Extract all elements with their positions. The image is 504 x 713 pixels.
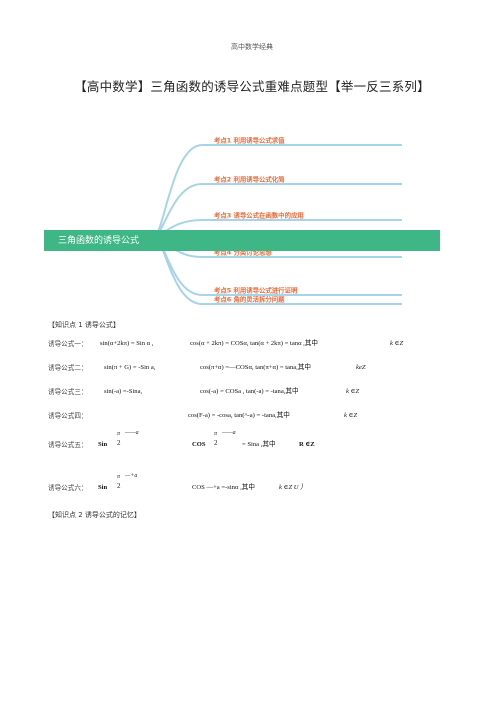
formula-6-result: COS —+a =-sinα ,其中 [192,484,255,491]
formula-5-label: 诱导公式五： [48,441,88,449]
formula-2-label: 诱导公式二： [48,364,88,372]
formula-5-pi: π [117,431,121,437]
mindmap-root-bar [44,230,440,251]
formula-6-sin: Sin [98,484,108,491]
formula-5-minus-a: ——a [125,430,139,436]
formula-2-sin: sin(π + G) = -Sin a, [104,364,156,371]
formula-6-two: 2 [117,482,121,490]
formula-5-pi-2: π [214,431,218,437]
section-1-title: 【知识点 1 诱导公式】 [48,321,120,329]
formula-1: 诱导公式一： [48,341,88,349]
formula-1-label: 诱导公式一： [48,340,88,348]
mindmap-branch-line [153,144,402,237]
formula-5-cos: COS [192,441,206,448]
formula-4-cos-tan: cos(F-a) = -cosa, tan(^-a) = -tana,其中 [188,412,290,419]
formula-3-domain: k ∈Z [346,388,360,395]
formula-6-domain: k ∈Z U ） [279,484,307,491]
formula-1-cos-tan: cos(α + 2kπ) = COSα, tan(α + 2kπ) = tanα… [190,340,319,347]
formula-4-domain: k ∈Z [344,412,358,419]
formula-1-sin: sin(α+2kπ) = Sin α , [100,340,154,347]
formula-6-plus-a: —+a [125,473,138,479]
mindmap-branch-label: 考点4 分类讨论思想 [214,248,272,257]
page-title: 【高中数学】三角函数的诱导公式重难点题型【举一反三系列】 [74,79,430,94]
formula-1-domain: k ∈Z [390,340,404,347]
formula-5-two: 2 [117,439,121,447]
mindmap-branch-line [153,183,402,237]
mindmap-branches [153,144,402,305]
formula-3-sin: sin(-a) =-Sina, [104,388,143,395]
formula-5-minus-a-2: ——a [222,430,236,436]
mindmap-branch-label: 考点3 诱导公式在函数中的应用 [214,211,304,220]
formula-5-sin: Sin [98,441,108,448]
formula-4-label: 诱导公式四： [48,412,88,420]
formula-2-domain: keZ [356,364,366,371]
mindmap-branch-label: 考点2 利用诱导公式化简 [214,175,285,184]
formula-6-label: 诱导公式六： [48,484,88,492]
mindmap-root-label: 三角函数的诱导公式 [58,236,140,246]
mindmap-branch-label: 考点1 利用诱导公式求值 [214,136,285,145]
formula-2-cos-tan: cos(π+α) =—COSα, tan(π+α) = tana,其中 [200,364,312,371]
formula-5-result: = Sina ,其中 [242,441,276,448]
formula-3-label: 诱导公式三： [48,388,88,396]
mindmap-branch-label: 考点6 角的灵活拆分问题 [214,295,285,304]
page-header: 高中数学经典 [231,43,273,51]
mindmap-branch-label: 考点5 利用诱导公式进行证明 [214,286,298,295]
formula-3-cos-tan: cos(-a) = COSa , tan(-a) = -tana,其中 [200,388,299,395]
formula-6-pi: π [117,474,121,480]
formula-5-domain: R ∈Z [299,441,315,448]
section-2-title: 【知识点 2 诱导公式的记忆】 [48,511,141,519]
formula-5-two-2: 2 [214,439,218,447]
